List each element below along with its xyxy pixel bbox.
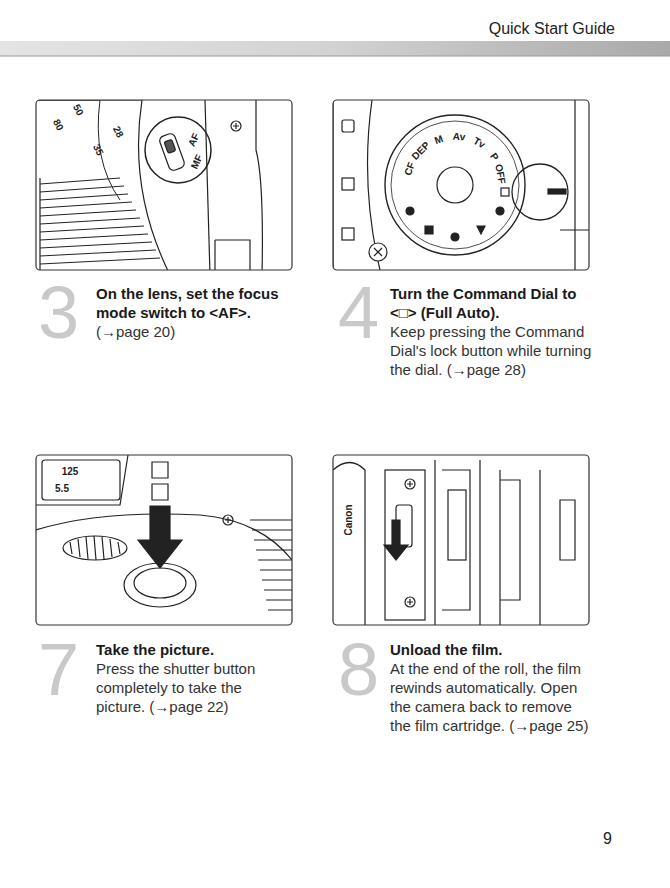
running-header: Quick Start Guide [489, 20, 615, 38]
shutter-button-illustration-part [152, 484, 168, 500]
command-dial-illustration-part [560, 100, 589, 270]
film-unload-illustration-part [448, 490, 466, 560]
shutter-button-illustration-part [138, 506, 182, 568]
command-dial-illustration [333, 100, 589, 270]
step-text: On the lens, set the focus mode switch t… [96, 284, 288, 341]
lens-switch-illustration-part [40, 178, 160, 264]
film-unload-illustration-part [405, 597, 415, 607]
command-dial-illustration-part [512, 164, 568, 220]
lens-switch-illustration-part [231, 121, 241, 131]
shutter-button-illustration [36, 455, 292, 610]
film-unload-illustration-part [480, 460, 520, 625]
lens-switch-illustration-part [36, 100, 120, 200]
brand-mark: Canon [344, 504, 354, 535]
lens-switch-illustration-part [256, 100, 262, 270]
shutter-button-illustration-part [250, 520, 292, 610]
shutter-button-illustration-part [124, 563, 196, 607]
command-dial-illustration-part [385, 115, 525, 255]
command-dial-illustration-part [437, 167, 473, 203]
header-band-part [0, 56, 670, 57]
command-dial-illustration-part [369, 243, 387, 261]
page-number: 9 [603, 830, 612, 848]
step-text: Take the picture.Press the shutter butto… [96, 640, 288, 716]
illustration-frame [36, 455, 292, 625]
illustration-frame [333, 100, 589, 270]
shutter-button-illustration-part [223, 515, 233, 525]
step-number: 3 [38, 276, 79, 350]
step-heading: On the lens, set the focus mode switch t… [96, 284, 288, 322]
command-dial-illustration-part [477, 226, 485, 234]
step-instruction: Keep pressing the Command Dial's lock bu… [390, 322, 596, 379]
command-dial-illustration-part [342, 178, 354, 190]
illustration-frame [333, 455, 589, 625]
step-text: Unload the film.At the end of the roll, … [390, 640, 596, 735]
switch-mark: AF [187, 132, 202, 148]
step-number: 7 [38, 633, 79, 707]
step-instruction: Press the shutter button completely to t… [96, 659, 288, 716]
shutter-button-illustration-part [70, 536, 120, 560]
shutter-button-illustration-part [134, 568, 186, 598]
shutter-button-illustration-part [152, 462, 168, 478]
shutter-button-illustration-part [42, 460, 120, 500]
step-heading: Unload the film. [390, 640, 596, 659]
film-unload-illustration-part [405, 479, 415, 489]
dial-mode-mark: Av [452, 131, 465, 142]
shutter-button-illustration-part [63, 536, 127, 560]
lcd-reading: 125 [62, 467, 79, 477]
switch-mark: MF [189, 153, 204, 170]
film-unload-illustration [333, 460, 575, 625]
illustration-frame [36, 100, 292, 270]
lens-switch-illustration-part [205, 100, 210, 270]
command-dial-illustration-part [342, 120, 354, 132]
lens-switch-illustration-part [36, 100, 170, 270]
dial-mode-mark: OFF [493, 163, 506, 184]
command-dial-illustration-part [425, 226, 433, 234]
step-number: 8 [338, 633, 379, 707]
film-unload-illustration-part [435, 460, 470, 625]
command-dial-illustration-part [374, 248, 382, 256]
film-unload-illustration-part [540, 470, 575, 625]
command-dial-illustration-part [342, 228, 354, 240]
lens-switch-illustration-part [215, 240, 250, 270]
film-unload-illustration-part [333, 463, 365, 626]
shutter-button-illustration-part [225, 517, 231, 523]
command-dial-illustration-part [548, 189, 566, 194]
command-dial-illustration-part [501, 188, 509, 196]
lens-switch-illustration [36, 100, 262, 270]
film-unload-illustration-part [384, 520, 408, 560]
command-dial-illustration-part [496, 207, 504, 215]
film-unload-illustration-part [407, 481, 413, 487]
step-instruction: At the end of the roll, the film rewinds… [390, 659, 596, 735]
shutter-button-illustration-part [36, 455, 128, 505]
step-number: 4 [338, 276, 379, 350]
step-heading: Take the picture. [96, 640, 288, 659]
film-unload-illustration-part [385, 470, 425, 620]
command-dial-illustration-part [391, 121, 519, 249]
step-heading: Turn the Command Dial to <□> (Full Auto)… [390, 284, 596, 322]
command-dial-illustration-part [451, 233, 459, 241]
lens-switch-illustration-part [164, 139, 176, 153]
lcd-reading: 5.5 [55, 484, 69, 494]
lens-switch-illustration-part [145, 117, 211, 183]
film-unload-illustration-part [407, 599, 413, 605]
lens-switch-illustration-part [233, 123, 239, 129]
lens-switch-illustration-part [158, 132, 185, 171]
page-reference: (→page 20) [96, 322, 288, 341]
command-dial-illustration-part [406, 207, 414, 215]
lens-switch-illustration-part [39, 178, 40, 270]
header-band-part [0, 41, 670, 56]
step-text: Turn the Command Dial to <□> (Full Auto)… [390, 284, 596, 379]
header-band [0, 41, 670, 56]
